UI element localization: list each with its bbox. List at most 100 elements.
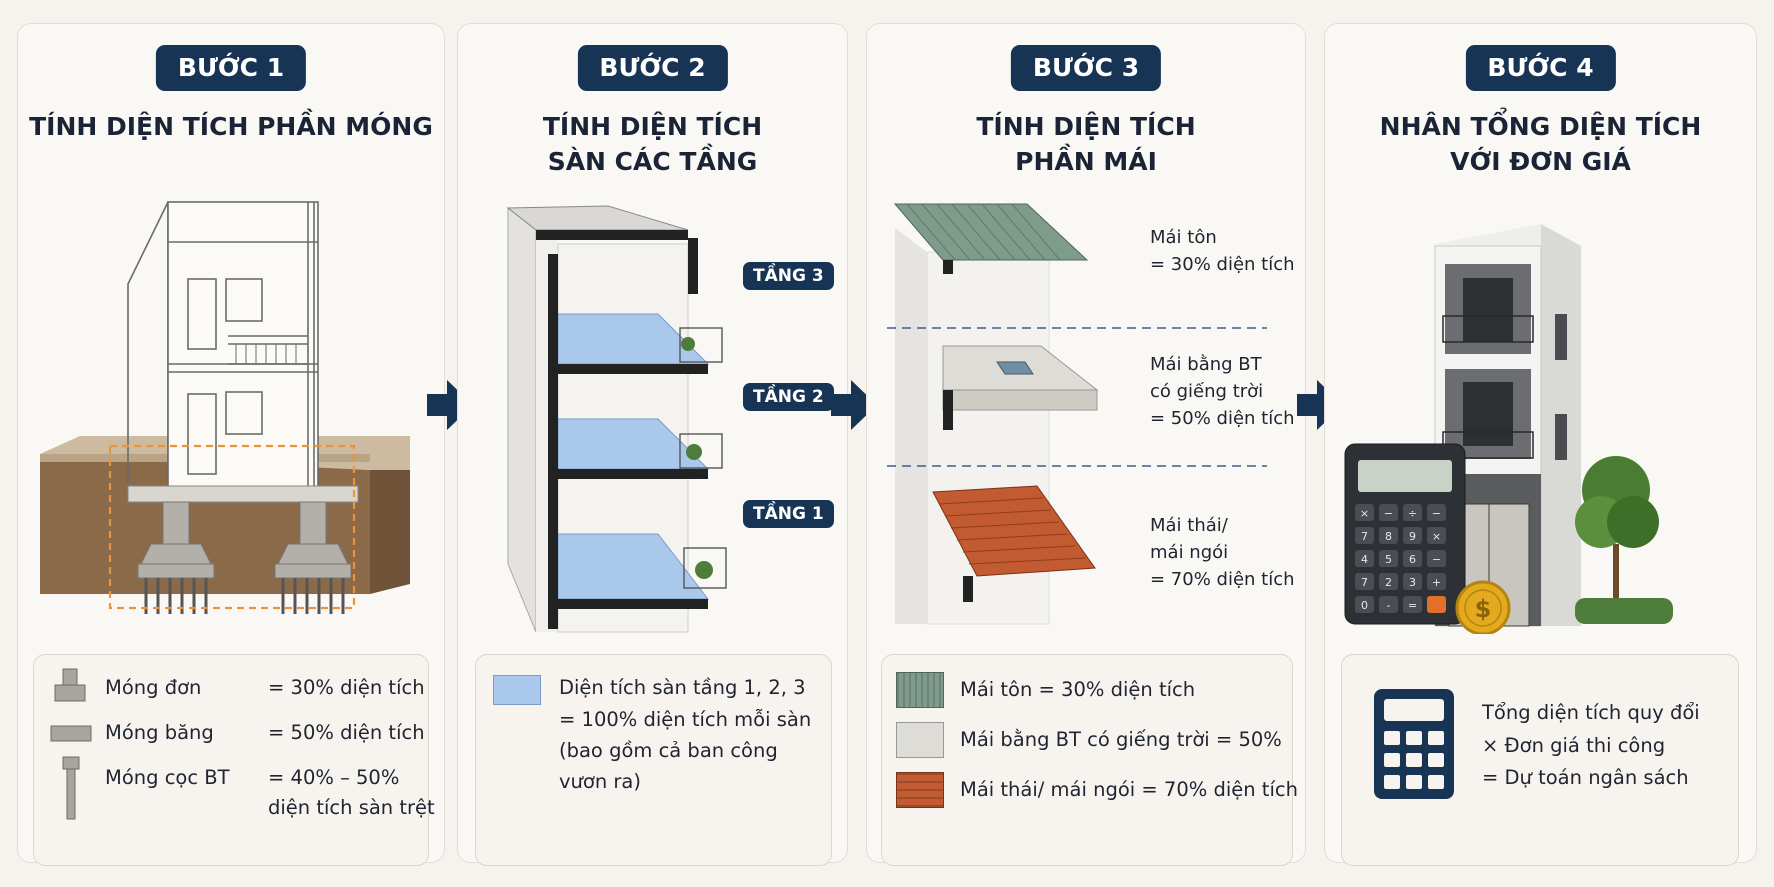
step-4-legend: Tổng diện tích quy đổi × Đơn giá thi côn… bbox=[1341, 654, 1739, 866]
coin-dollar-sign: $ bbox=[1475, 595, 1492, 623]
calculator-key bbox=[1403, 550, 1422, 567]
calculator-key-label: 2 bbox=[1385, 576, 1392, 589]
total-legend-line-2: × Đơn giá thi công bbox=[1482, 734, 1666, 757]
calculator-key bbox=[1355, 527, 1374, 544]
calculator-key-label: 0 bbox=[1361, 599, 1368, 612]
calculator-key-label: × bbox=[1360, 507, 1369, 520]
calculator-key-label: + bbox=[1432, 576, 1441, 589]
step-1-badge: BƯỚC 1 bbox=[155, 45, 307, 91]
pile-foundation-name: Móng cọc BT bbox=[105, 766, 230, 789]
calculator-key-label: 7 bbox=[1361, 576, 1368, 589]
pile-foundation-value-2: diện tích sàn trệt bbox=[268, 796, 435, 819]
step-2-title: TÍNH DIỆN TÍCH SÀN CÁC TẦNG bbox=[542, 112, 763, 176]
calculator-key-label: − bbox=[1432, 553, 1441, 566]
tile-roof-label-2: mái ngói bbox=[1150, 542, 1229, 563]
calculator-key-label: − bbox=[1384, 507, 1393, 520]
calculator-key-label: 5 bbox=[1385, 553, 1392, 566]
calculator-key bbox=[1379, 504, 1398, 521]
calculator-key-label: ÷ bbox=[1408, 507, 1417, 520]
step-1-title: TÍNH DIỆN TÍCH PHẦN MÓNG bbox=[29, 112, 433, 141]
step-3-legend: Mái tôn = 30% diện tích Mái bằng BT có g… bbox=[881, 654, 1298, 866]
calculator-key bbox=[1403, 504, 1422, 521]
step-4-badge: BƯỚC 4 bbox=[1465, 45, 1616, 91]
calculator-key bbox=[1379, 596, 1398, 613]
calculator-key bbox=[1403, 573, 1422, 590]
calculator-icon bbox=[1374, 689, 1454, 799]
calculator-key-label: 3 bbox=[1409, 576, 1416, 589]
total-legend-line-3: = Dự toán ngân sách bbox=[1482, 766, 1689, 789]
flat-roof-swatch bbox=[896, 722, 944, 758]
calculator-key bbox=[1427, 550, 1446, 567]
calculator-key-label: 8 bbox=[1385, 530, 1392, 543]
floor-1-tag: TẦNG 1 bbox=[743, 500, 834, 528]
floor-legend-line-1: Diện tích sàn tầng 1, 2, 3 bbox=[559, 676, 806, 699]
step-3-badge: BƯỚC 3 bbox=[1010, 45, 1162, 91]
calculator-key bbox=[1403, 527, 1422, 544]
step-3-card: BƯỚC 3 TÍNH DIỆN TÍCH PHẦN MÁI bbox=[866, 23, 1306, 866]
floor-area-swatch bbox=[493, 675, 541, 705]
arrow-right-icon bbox=[427, 380, 473, 430]
calculator-key bbox=[1427, 596, 1446, 613]
floor-legend-line-3: (bao gồm cả ban công bbox=[559, 739, 778, 762]
calculator-key-label: 4 bbox=[1361, 553, 1368, 566]
calculator-key bbox=[1427, 573, 1446, 590]
spread-footing-icon bbox=[54, 668, 86, 702]
step-2-badge: BƯỚC 2 bbox=[577, 45, 728, 91]
step-4-title: NHÂN TỔNG DIỆN TÍCH VỚI ĐƠN GIÁ bbox=[1379, 112, 1702, 176]
floor-legend-line-2: = 100% diện tích mỗi sàn bbox=[559, 708, 812, 731]
tile-roof-label-1: Mái thái/ bbox=[1150, 515, 1228, 536]
floor-legend-line-4: vươn ra) bbox=[559, 770, 641, 793]
house-calculator-illustration: × − ÷ − 7 8 9 × 4 5 6 − 7 2 3 +0 - = $ bbox=[1344, 224, 1673, 634]
calculator-key-label: = bbox=[1408, 599, 1417, 612]
metal-roof-legend-text: Mái tôn = 30% diện tích bbox=[960, 678, 1196, 701]
flat-roof-legend-text: Mái bằng BT có giếng trời = 50% bbox=[960, 728, 1282, 751]
step-4-card: BƯỚC 4 NHÂN TỔNG DIỆN TÍCH VỚI ĐƠN GIÁ ×… bbox=[1324, 23, 1757, 866]
calculator-key-label: − bbox=[1432, 507, 1441, 520]
step-2-card: BƯỚC 2 TÍNH DIỆN TÍCH SÀN CÁC TẦNG bbox=[457, 23, 848, 866]
metal-roof-label-1: Mái tôn bbox=[1150, 227, 1217, 248]
strip-footing-icon bbox=[50, 725, 92, 742]
step-1-card: BƯỚC 1 TÍNH DIỆN TÍCH PHẦN MÓNG bbox=[17, 23, 445, 866]
metal-roof-swatch bbox=[896, 672, 944, 708]
strip-footing-name: Móng băng bbox=[105, 721, 214, 744]
floor-3-tag: TẦNG 3 bbox=[743, 262, 834, 290]
calculator-key bbox=[1427, 527, 1446, 544]
calculator-key bbox=[1379, 527, 1398, 544]
calculator-key-label: 6 bbox=[1409, 553, 1416, 566]
step-2-legend: Diện tích sàn tầng 1, 2, 3 = 100% diện t… bbox=[475, 654, 832, 866]
arrow-right-icon bbox=[1297, 380, 1343, 430]
foundation-illustration bbox=[40, 201, 410, 614]
step-3-title: TÍNH DIỆN TÍCH PHẦN MÁI bbox=[976, 112, 1196, 176]
calculator-key bbox=[1427, 504, 1446, 521]
strip-footing-value: = 50% diện tích bbox=[268, 721, 425, 744]
calculator-key bbox=[1355, 573, 1374, 590]
calculator-key-label: - bbox=[1387, 599, 1391, 612]
floors-illustration bbox=[506, 205, 727, 633]
calculator-key bbox=[1379, 573, 1398, 590]
calculator-keys: × − ÷ − 7 8 9 × 4 5 6 − 7 2 3 +0 - = bbox=[1355, 504, 1446, 613]
flat-roof-label-2: có giếng trời bbox=[1150, 381, 1264, 402]
calculator-key-label: × bbox=[1432, 530, 1441, 543]
pile-foundation-icon bbox=[62, 756, 80, 820]
calculator-key-label: 7 bbox=[1361, 530, 1368, 543]
step-1-legend: Móng đơn = 30% diện tích Móng băng = 50%… bbox=[33, 654, 435, 866]
spread-footing-value: = 30% diện tích bbox=[268, 676, 425, 699]
metal-roof-label-2: = 30% diện tích bbox=[1150, 254, 1295, 275]
flat-roof-label-3: = 50% diện tích bbox=[1150, 408, 1295, 429]
tile-roof-legend-text: Mái thái/ mái ngói = 70% diện tích bbox=[960, 778, 1298, 801]
flat-roof-label-1: Mái bằng BT bbox=[1150, 354, 1262, 375]
calculator-key bbox=[1355, 550, 1374, 567]
calculator-key bbox=[1403, 596, 1422, 613]
arrow-right-icon bbox=[831, 380, 877, 430]
floor-2-tag: TẦNG 2 bbox=[743, 383, 834, 411]
tile-roof-label-3: = 70% diện tích bbox=[1150, 569, 1295, 590]
total-legend-line-1: Tổng diện tích quy đổi bbox=[1482, 701, 1700, 724]
tile-roof-swatch bbox=[896, 772, 944, 808]
calculator-key-label: 9 bbox=[1409, 530, 1416, 543]
calculator-key bbox=[1379, 550, 1398, 567]
calculator-key bbox=[1355, 596, 1374, 613]
pile-foundation-value: = 40% – 50% bbox=[268, 766, 400, 789]
roofs-illustration bbox=[887, 203, 1267, 625]
spread-footing-name: Móng đơn bbox=[105, 676, 202, 699]
calculator-key bbox=[1355, 504, 1374, 521]
